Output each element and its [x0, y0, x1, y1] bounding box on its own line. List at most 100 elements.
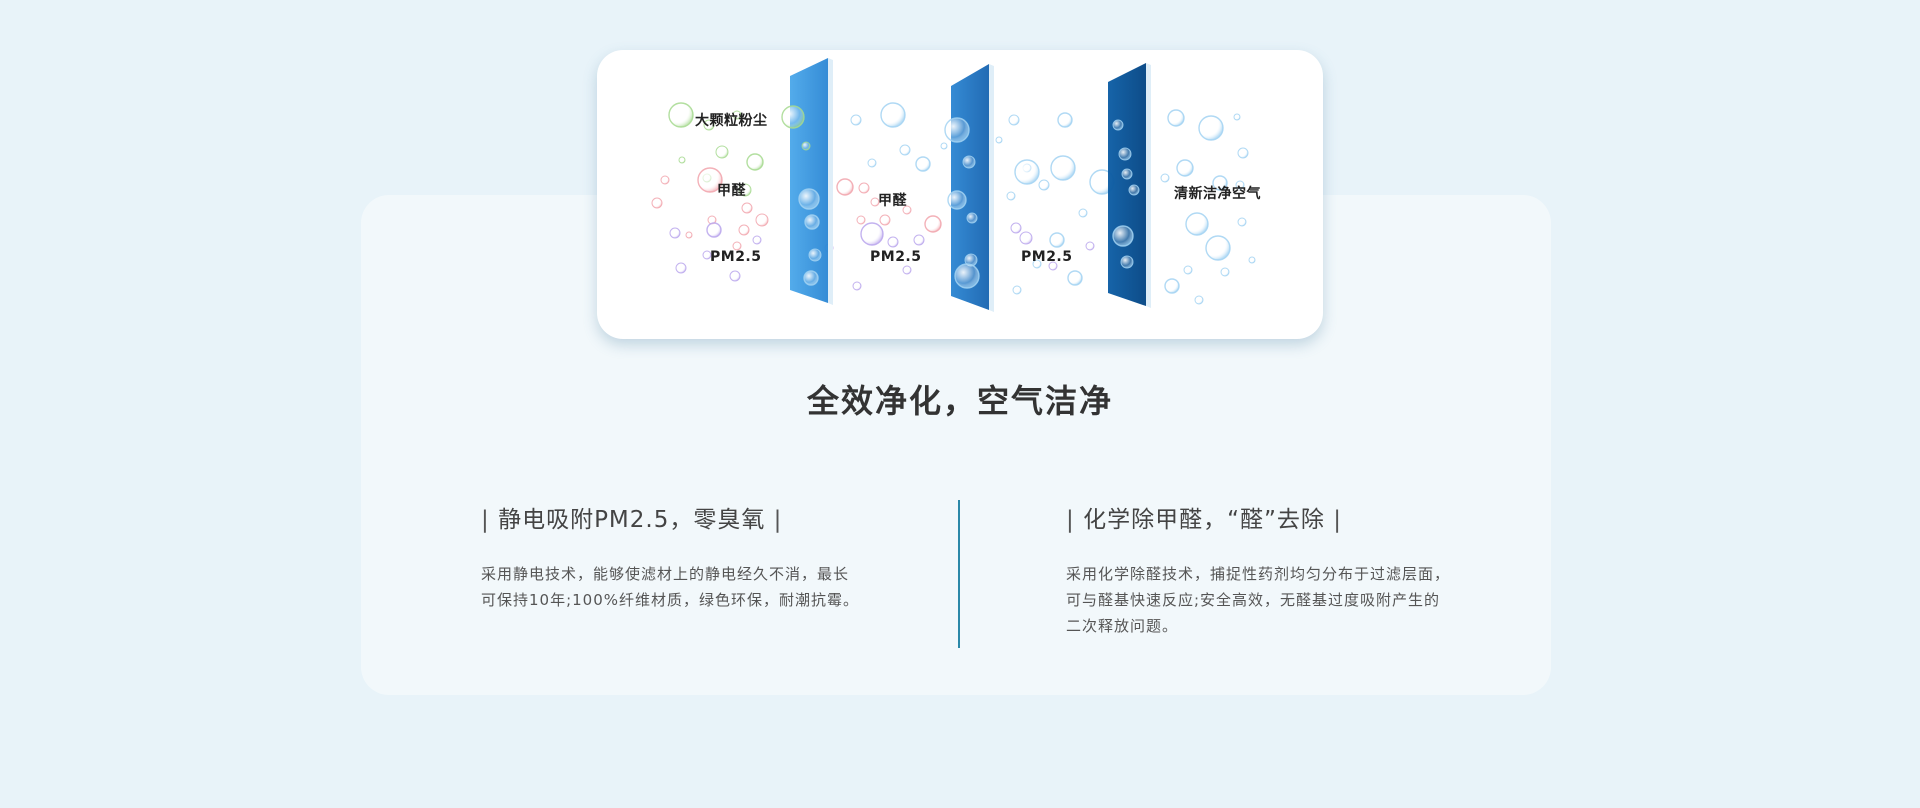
bubble — [669, 227, 681, 239]
bubble — [836, 178, 854, 196]
filtration-diagram — [651, 58, 1256, 312]
bubble — [852, 281, 862, 291]
filtration-diagram-card: 大颗粒粉尘 甲醛 甲醛 PM2.5 PM2.5 PM2.5 清新洁净空气 — [597, 50, 1323, 339]
bubble — [966, 212, 978, 224]
bubble — [995, 136, 1003, 144]
bubble — [702, 250, 712, 260]
bubble — [947, 190, 967, 210]
bubble — [1067, 270, 1083, 286]
bubbles-layer — [651, 102, 1256, 305]
bubble — [1050, 155, 1076, 181]
description-line: 可保持10年;100%纤维材质，绿色环保，耐潮抗霉。 — [481, 591, 860, 609]
bubble — [808, 248, 822, 262]
bubble — [1120, 255, 1134, 269]
bubble — [1235, 180, 1245, 190]
bubble — [738, 183, 752, 197]
bubble — [752, 235, 762, 245]
bubble — [668, 102, 694, 128]
bubble — [1198, 115, 1224, 141]
bubble — [1167, 109, 1185, 127]
bubble — [915, 156, 931, 172]
bubble — [1185, 212, 1209, 236]
bubble — [858, 182, 870, 194]
bubble — [706, 222, 722, 238]
label-pm25-3: PM2.5 — [1021, 249, 1073, 265]
feature-electrostatic: | 静电吸附PM2.5，零臭氧 | 采用静电技术，能够使滤材上的静电经久不消，最… — [481, 500, 881, 613]
feature-title-text: 静电吸附PM2.5，零臭氧 — [498, 507, 766, 533]
bubble — [1078, 208, 1088, 218]
bubble — [781, 105, 805, 129]
bubble — [729, 270, 741, 282]
bubble — [944, 117, 970, 143]
bubble — [801, 141, 811, 151]
bubble — [738, 224, 750, 236]
feature-title: | 静电吸附PM2.5，零臭氧 | — [481, 500, 881, 534]
filter-panel-3 — [1108, 63, 1151, 308]
description-line: 采用化学除醛技术，捕捉性药剂均匀分布于过滤层面， — [1066, 565, 1451, 583]
filter-panel-1 — [790, 58, 833, 305]
bubble — [902, 265, 912, 275]
bubble — [1205, 235, 1231, 261]
feature-description: 采用静电技术，能够使滤材上的静电经久不消，最长 可保持10年;100%纤维材质，… — [481, 561, 881, 613]
bubble — [651, 197, 663, 209]
label-pm25-1: PM2.5 — [710, 249, 762, 265]
bubble — [732, 241, 742, 251]
bubble — [1233, 113, 1241, 121]
label-pm25-2: PM2.5 — [870, 249, 922, 265]
bubble — [755, 213, 769, 227]
bubble — [1010, 222, 1022, 234]
bubble — [867, 158, 877, 168]
bubble — [1121, 168, 1133, 180]
feature-title: | 化学除甲醛，“醛”去除 | — [1066, 500, 1486, 534]
bubble — [1220, 267, 1230, 277]
bubble — [741, 202, 753, 214]
bubble — [746, 153, 764, 171]
bubble — [1014, 159, 1040, 185]
feature-formaldehyde: | 化学除甲醛，“醛”去除 | 采用化学除醛技术，捕捉性药剂均匀分布于过滤层面，… — [1066, 500, 1486, 639]
bubble — [850, 114, 862, 126]
bubble — [1012, 285, 1022, 295]
bar-left: | — [1066, 507, 1075, 533]
bubble — [732, 110, 742, 120]
label-clean-air: 清新洁净空气 — [1174, 186, 1261, 202]
bubble — [678, 156, 686, 164]
bubble — [715, 145, 729, 159]
bubble — [1237, 217, 1247, 227]
bubble — [1183, 265, 1193, 275]
feature-divider — [958, 500, 960, 648]
bubble — [1038, 179, 1050, 191]
bubble — [1112, 119, 1124, 131]
bubble — [1128, 184, 1140, 196]
bubble — [887, 236, 899, 248]
bubble — [675, 262, 687, 274]
bubble — [804, 214, 820, 230]
bubble — [798, 188, 820, 210]
bubble — [703, 119, 715, 131]
bubble — [685, 231, 693, 239]
label-formaldehyde-1: 甲醛 — [717, 183, 746, 199]
bubble — [899, 144, 911, 156]
bubble — [1212, 175, 1228, 191]
bubble — [913, 234, 925, 246]
feature-description: 采用化学除醛技术，捕捉性药剂均匀分布于过滤层面， 可与醛基快速反应;安全高效，无… — [1066, 561, 1486, 639]
bubble — [870, 197, 880, 207]
bar-left: | — [481, 507, 490, 533]
bubble — [1118, 147, 1132, 161]
bubble — [803, 270, 819, 286]
bubble — [1048, 261, 1058, 271]
bubble — [1049, 232, 1065, 248]
feature-title-text: 化学除甲醛，“醛”去除 — [1083, 507, 1325, 533]
bubble — [1237, 147, 1249, 159]
bubble — [879, 214, 891, 226]
bubble — [1006, 191, 1016, 201]
label-large-dust: 大颗粒粉尘 — [695, 113, 768, 129]
bubble — [940, 142, 948, 150]
bubble — [880, 102, 906, 128]
description-line: 可与醛基快速反应;安全高效，无醛基过度吸附产生的 — [1066, 591, 1441, 609]
bubble — [860, 222, 884, 246]
bubble — [1019, 231, 1033, 245]
bubble — [1194, 295, 1204, 305]
bar-right: | — [1333, 507, 1342, 533]
label-formaldehyde-2: 甲醛 — [878, 193, 907, 209]
